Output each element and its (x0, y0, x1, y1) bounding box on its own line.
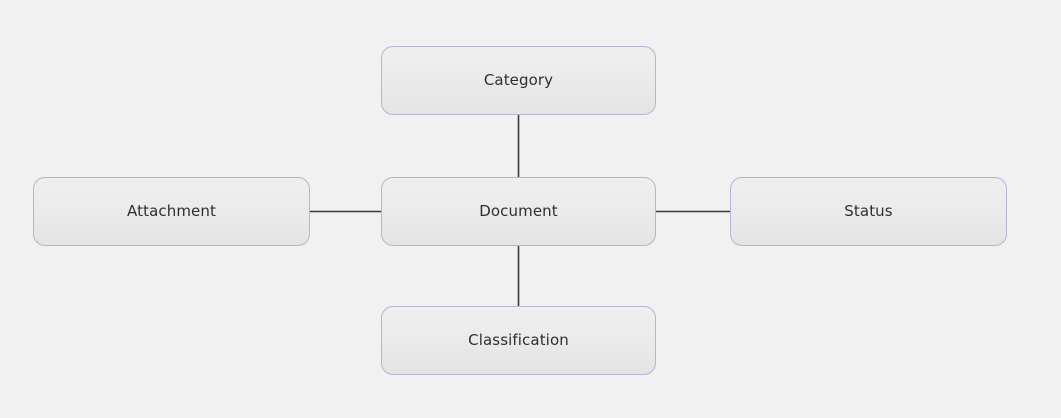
node-category-label: Category (483, 71, 554, 89)
node-classification[interactable]: Classification (381, 306, 656, 375)
node-document-label: Document (479, 202, 558, 220)
node-status-label: Status (844, 202, 893, 220)
node-attachment[interactable]: Attachment (33, 177, 310, 246)
node-category[interactable]: Category (381, 46, 656, 115)
node-attachment-label: Attachment (127, 202, 216, 220)
node-document[interactable]: Document (381, 177, 656, 246)
node-classification-label: Classification (468, 331, 569, 349)
node-status[interactable]: Status (730, 177, 1007, 246)
